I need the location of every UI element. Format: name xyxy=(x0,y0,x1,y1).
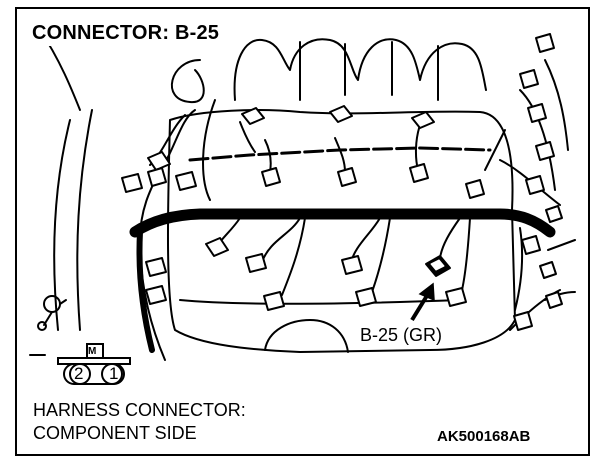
connector-block xyxy=(263,291,285,311)
connector-face-symbol xyxy=(57,343,131,385)
intake-runners xyxy=(233,38,487,101)
pin-number: 1 xyxy=(109,364,119,383)
connector-block xyxy=(545,205,563,223)
pin-1-cell xyxy=(101,363,123,385)
main-harness xyxy=(129,208,556,238)
connector-block xyxy=(519,69,539,89)
connector-block xyxy=(341,255,363,275)
connector-block xyxy=(521,235,541,255)
connector-view-caption: HARNESS CONNECTOR: xyxy=(33,400,246,420)
connector-block xyxy=(261,167,281,187)
callout-arrow xyxy=(410,282,435,322)
connector-block xyxy=(337,167,357,187)
connector-block xyxy=(535,141,555,161)
connector-block xyxy=(409,163,429,183)
figure-code: AK500168AB xyxy=(437,428,531,445)
connector-block xyxy=(527,103,547,123)
connector-view-caption: COMPONENT SIDE xyxy=(33,423,197,443)
connector-key-mark: M xyxy=(88,346,97,357)
connector-block xyxy=(145,257,167,277)
connector-block xyxy=(525,175,545,195)
pin-number: 2 xyxy=(74,364,84,383)
connector-block xyxy=(411,111,435,129)
ground-terminal xyxy=(43,295,61,313)
connector-block xyxy=(147,167,167,187)
connector-block xyxy=(205,237,229,257)
connector-block xyxy=(241,107,265,125)
connector-block xyxy=(539,261,557,279)
harness-loop-top xyxy=(171,59,205,104)
left-hose xyxy=(53,109,93,331)
connector-block xyxy=(145,285,167,305)
connector-block xyxy=(535,33,555,53)
connector-block xyxy=(147,151,171,171)
connector-block xyxy=(513,311,533,331)
connector-block xyxy=(175,171,197,191)
connector-block xyxy=(355,287,377,307)
connector-block xyxy=(465,179,485,199)
connector-block xyxy=(329,105,353,123)
connector-block xyxy=(445,287,467,307)
engine-block-outline xyxy=(166,109,516,353)
connector-block xyxy=(245,253,267,273)
diagram-title: CONNECTOR: B-25 xyxy=(30,22,224,46)
connector-callout-label: B-25 (GR) xyxy=(360,325,443,345)
pin-2-cell xyxy=(69,363,91,385)
connector-block xyxy=(545,291,563,309)
connector-block xyxy=(121,173,143,193)
